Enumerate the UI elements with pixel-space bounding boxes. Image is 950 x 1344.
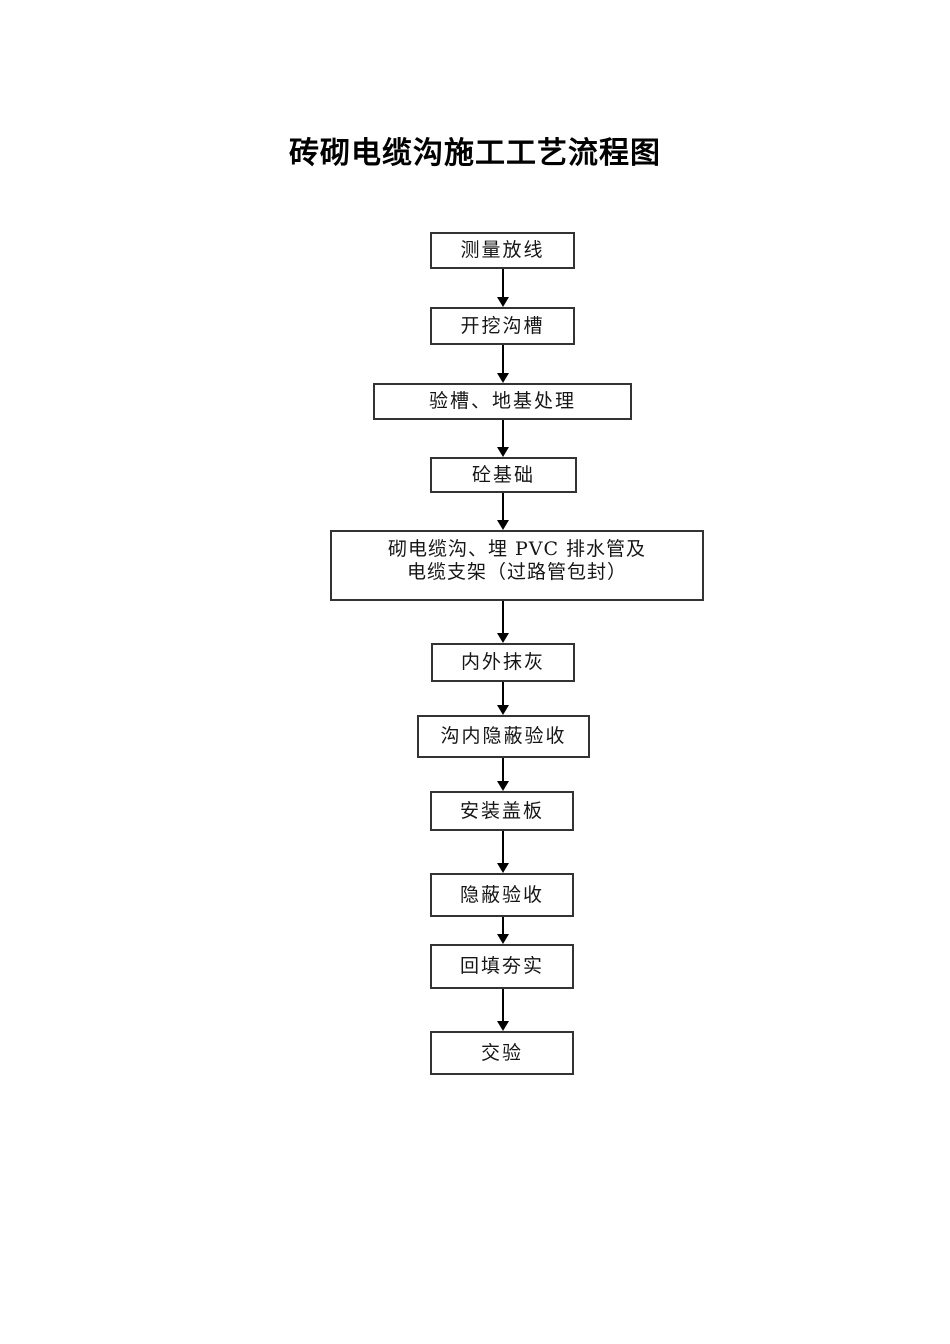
arrow-down-icon — [496, 520, 509, 530]
flow-connector — [496, 269, 509, 307]
arrow-down-icon — [496, 447, 509, 457]
flow-step-concrete-foundation: 砼基础 — [430, 457, 577, 493]
flow-connector — [496, 989, 509, 1031]
arrow-down-icon — [496, 633, 509, 643]
arrow-down-icon — [496, 863, 509, 873]
flow-connector — [496, 601, 509, 643]
flow-step-trench-concealed-inspection: 沟内隐蔽验收 — [417, 715, 590, 758]
flow-step-label: 内外抹灰 — [460, 651, 545, 673]
flow-connector — [496, 682, 509, 715]
connector-line — [501, 345, 504, 373]
flow-step-label: 隐蔽验收 — [459, 883, 544, 906]
connector-line — [501, 989, 504, 1021]
flow-connector — [496, 345, 509, 383]
flow-step-label: 砼基础 — [471, 463, 535, 486]
flow-step-label: 交验 — [480, 1041, 523, 1064]
flow-step-excavate-trench: 开挖沟槽 — [430, 307, 575, 345]
flow-step-label: 开挖沟槽 — [460, 314, 545, 337]
flow-step-label: 沟内隐蔽验收 — [440, 725, 567, 747]
arrow-down-icon — [496, 705, 509, 715]
flow-connector — [496, 758, 509, 791]
flow-step-trench-inspection-foundation-treatment: 验槽、地基处理 — [373, 383, 632, 420]
flow-connector — [496, 493, 509, 530]
flow-step-plastering: 内外抹灰 — [431, 643, 575, 682]
page-title: 砖砌电缆沟施工工艺流程图 — [289, 136, 661, 171]
flow-step-survey-layout: 测量放线 — [430, 232, 575, 269]
flow-connector — [496, 831, 509, 873]
flow-step-label-line2: 电缆支架（过路管包封） — [406, 561, 627, 583]
flow-step-label: 安装盖板 — [459, 799, 544, 822]
flow-step-masonry-pvc-drainage-supports: 砌电缆沟、埋 PVC 排水管及 电缆支架（过路管包封） — [330, 530, 704, 601]
connector-line — [501, 601, 504, 633]
connector-line — [501, 831, 504, 863]
arrow-down-icon — [496, 781, 509, 791]
arrow-down-icon — [496, 934, 509, 944]
flow-step-label: 回填夯实 — [459, 955, 544, 977]
connector-line — [501, 682, 504, 705]
flow-step-backfill-compaction: 回填夯实 — [430, 944, 574, 989]
flow-step-label-line1: 砌电缆沟、埋 PVC 排水管及 — [387, 538, 647, 560]
connector-line — [501, 493, 504, 520]
connector-line — [501, 269, 504, 297]
flow-connector — [496, 420, 509, 457]
connector-line — [501, 420, 504, 447]
flow-step-label: 测量放线 — [460, 239, 545, 261]
arrow-down-icon — [496, 1021, 509, 1031]
arrow-down-icon — [496, 373, 509, 383]
connector-line — [501, 758, 504, 781]
connector-line — [501, 917, 504, 934]
flow-step-install-cover-plates: 安装盖板 — [430, 791, 574, 831]
flow-step-label: 验槽、地基处理 — [428, 390, 576, 412]
flow-step-handover-inspection: 交验 — [430, 1031, 574, 1075]
flow-connector — [496, 917, 509, 944]
flow-step-concealed-inspection: 隐蔽验收 — [430, 873, 574, 917]
arrow-down-icon — [496, 297, 509, 307]
